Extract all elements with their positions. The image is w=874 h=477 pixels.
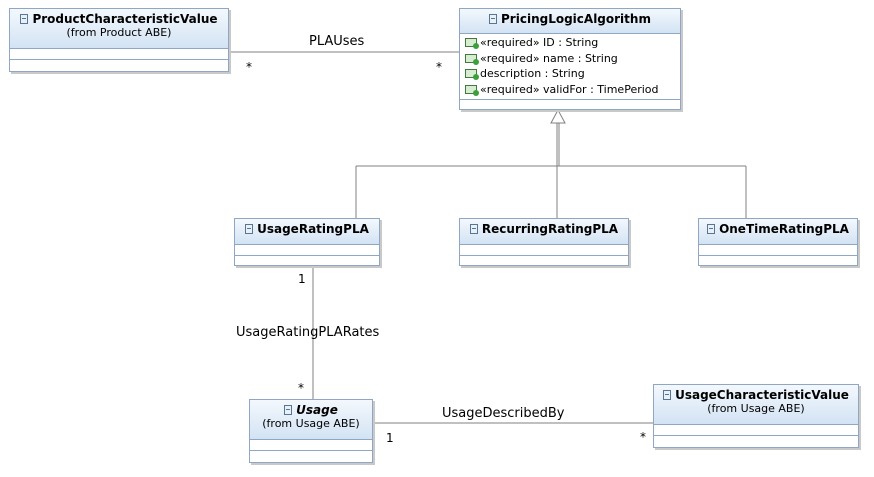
class-name: UsageCharacteristicValue [675, 388, 849, 402]
attributes-compartment [235, 245, 379, 256]
attribute-icon [465, 53, 479, 65]
attribute-row: «required» validFor : TimePeriod [460, 82, 680, 98]
class-icon [707, 224, 716, 234]
class-icon [284, 405, 293, 415]
class-subtitle: (from Usage ABE) [262, 417, 360, 430]
attribute-icon [465, 38, 479, 49]
class-name: UsageRatingPLA [257, 222, 369, 236]
association-label-usage-described-by: UsageDescribedBy [442, 406, 565, 421]
class-name: OneTimeRatingPLA [719, 222, 849, 236]
attribute-row: «required» name : String [460, 51, 680, 67]
multiplicity-usage-rating-pla-rates-target: * [298, 381, 304, 395]
operations-compartment [235, 256, 379, 266]
attributes-compartment [699, 245, 857, 256]
operations-compartment [460, 256, 628, 266]
generalization-arrowhead [550, 108, 566, 124]
multiplicity-pla-uses-target: * [436, 60, 442, 74]
attribute-row: «required» ID : String [460, 35, 680, 51]
multiplicity-pla-uses-source: * [246, 60, 252, 74]
operations-compartment [699, 256, 857, 266]
class-icon [20, 14, 29, 24]
operations-compartment [654, 436, 858, 446]
class-subtitle: (from Product ABE) [66, 26, 172, 39]
operations-compartment [250, 451, 372, 461]
class-icon [489, 14, 498, 24]
class-name: RecurringRatingPLA [481, 222, 619, 236]
attributes-compartment [460, 245, 628, 256]
attributes-compartment [250, 440, 372, 451]
class-name: Usage [296, 403, 338, 417]
class-product-characteristic-value[interactable]: ProductCharacteristicValue (from Product… [9, 8, 229, 72]
class-one-time-rating-pla[interactable]: OneTimeRatingPLA [698, 218, 858, 266]
association-label-usage-rating-pla-rates: UsageRatingPLARates [236, 325, 380, 340]
attribute-icon [465, 84, 479, 96]
class-usage-rating-pla[interactable]: UsageRatingPLA [234, 218, 380, 266]
class-subtitle: (from Usage ABE) [707, 402, 805, 415]
multiplicity-usage-rating-pla-rates-source: 1 [298, 272, 306, 286]
operations-compartment [10, 60, 228, 70]
attribute-icon [465, 69, 479, 80]
class-icon [469, 224, 478, 234]
operations-compartment [460, 100, 680, 109]
attribute-row: description : String [460, 66, 680, 82]
class-pricing-logic-algorithm[interactable]: PricingLogicAlgorithm «required» ID : St… [459, 8, 681, 110]
association-label-pla-uses: PLAUses [309, 34, 365, 49]
class-recurring-rating-pla[interactable]: RecurringRatingPLA [459, 218, 629, 266]
class-name: ProductCharacteristicValue [32, 12, 218, 26]
attributes-compartment [654, 425, 858, 436]
class-name: PricingLogicAlgorithm [501, 12, 651, 26]
multiplicity-usage-described-by-source: 1 [386, 431, 394, 445]
class-icon [663, 390, 672, 400]
attributes-compartment [10, 49, 228, 60]
class-usage-characteristic-value[interactable]: UsageCharacteristicValue (from Usage ABE… [653, 384, 859, 448]
class-usage[interactable]: Usage (from Usage ABE) [249, 399, 373, 463]
attributes-compartment: «required» ID : String «required» name :… [460, 34, 680, 100]
generalization-tree [355, 123, 747, 218]
class-icon [245, 224, 254, 234]
multiplicity-usage-described-by-target: * [640, 430, 646, 444]
